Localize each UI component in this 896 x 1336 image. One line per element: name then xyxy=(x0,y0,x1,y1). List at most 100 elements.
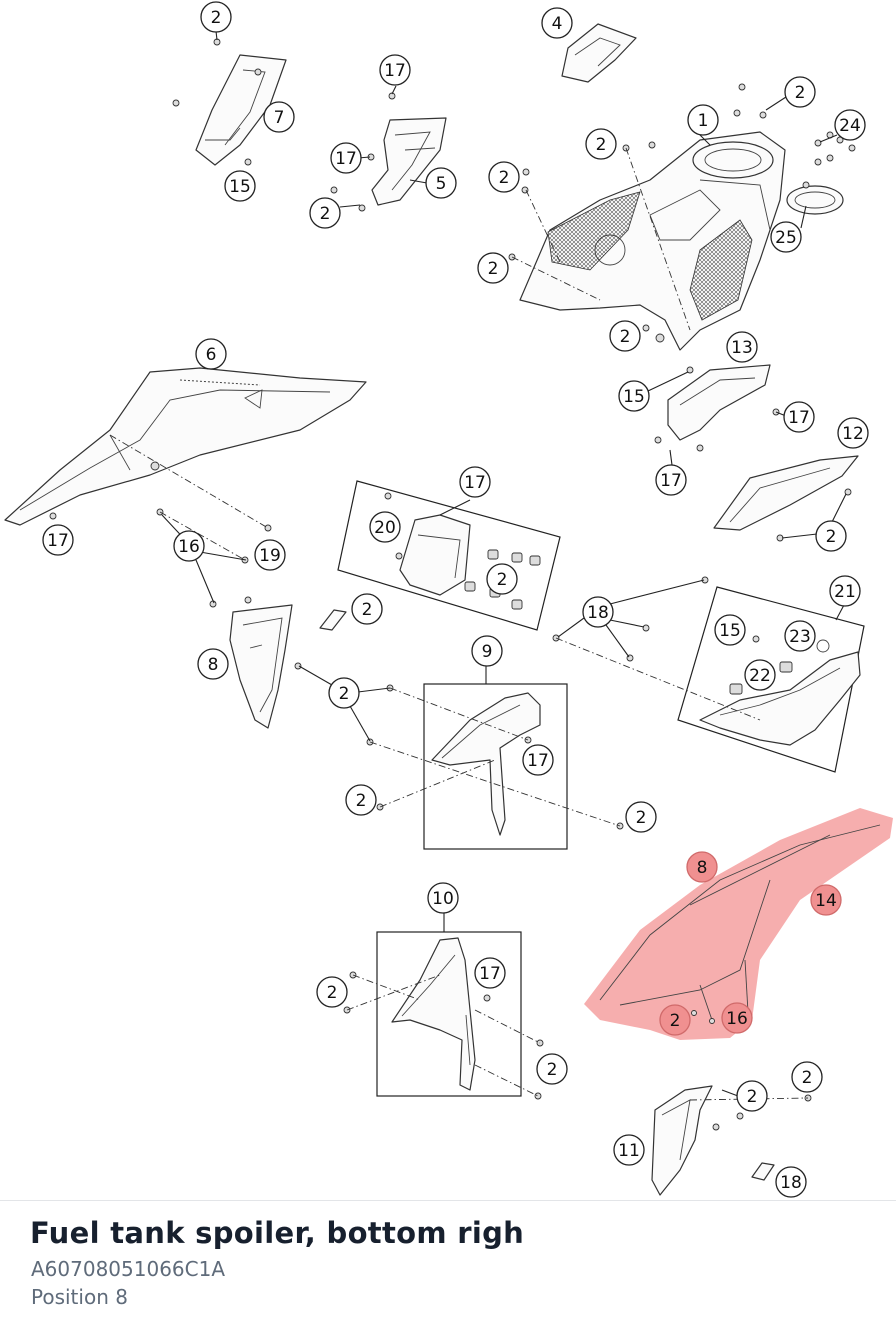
callout-label[interactable]: 8 xyxy=(686,851,718,883)
callout-label[interactable]: 10 xyxy=(427,882,459,914)
part-25-ring[interactable] xyxy=(786,131,856,215)
callout-label[interactable]: 11 xyxy=(613,1134,645,1166)
callout-label[interactable]: 2 xyxy=(659,1004,691,1036)
callout-number: 2 xyxy=(747,1087,758,1107)
callout-label[interactable]: 17 xyxy=(379,54,411,86)
callout-number: 2 xyxy=(795,83,806,103)
callout-label[interactable]: 20 xyxy=(369,511,401,543)
callout-label[interactable]: 18 xyxy=(582,596,614,628)
callout-label[interactable]: 18 xyxy=(775,1166,807,1198)
callout-label[interactable]: 15 xyxy=(224,170,256,202)
callout-label[interactable]: 2 xyxy=(477,252,509,284)
callout-number: 12 xyxy=(842,424,864,444)
callout-number: 7 xyxy=(274,108,285,128)
callout-label[interactable]: 16 xyxy=(721,1002,753,1034)
callout-number: 17 xyxy=(464,473,486,493)
part-number: A60708051066C1A xyxy=(31,1257,226,1281)
callout-label[interactable]: 12 xyxy=(837,417,869,449)
callout-label[interactable]: 5 xyxy=(425,167,457,199)
callout-number: 1 xyxy=(698,111,709,131)
callout-label[interactable]: 19 xyxy=(254,539,286,571)
callout-label[interactable]: 13 xyxy=(726,331,758,363)
callout-number: 17 xyxy=(660,471,682,491)
callout-label[interactable]: 15 xyxy=(618,380,650,412)
callout-label[interactable]: 17 xyxy=(330,142,362,174)
callout-number: 15 xyxy=(229,177,251,197)
callout-number: 25 xyxy=(775,228,797,248)
callout-number: 4 xyxy=(552,14,563,34)
callout-number: 8 xyxy=(208,655,219,675)
callout-label[interactable]: 17 xyxy=(522,744,554,776)
callout-label[interactable]: 2 xyxy=(351,593,383,625)
part-13[interactable] xyxy=(654,364,780,452)
callout-label[interactable]: 14 xyxy=(810,884,842,916)
callout-label[interactable]: 7 xyxy=(263,101,295,133)
callout-label[interactable]: 2 xyxy=(736,1080,768,1112)
callout-number: 9 xyxy=(482,642,493,662)
callout-label[interactable]: 1 xyxy=(687,104,719,136)
callout-label[interactable]: 6 xyxy=(195,338,227,370)
callout-label[interactable]: 2 xyxy=(309,197,341,229)
callout-label[interactable]: 17 xyxy=(783,401,815,433)
callout-number: 22 xyxy=(749,666,771,686)
part-18[interactable] xyxy=(319,609,347,631)
callout-label[interactable]: 2 xyxy=(488,161,520,193)
callout-label[interactable]: 2 xyxy=(536,1053,568,1085)
callout-number: 21 xyxy=(834,582,856,602)
callout-label[interactable]: 17 xyxy=(474,957,506,989)
callout-number: 2 xyxy=(670,1011,681,1031)
callout-label[interactable]: 2 xyxy=(609,320,641,352)
callout-label[interactable]: 2 xyxy=(791,1061,823,1093)
part-1-fuel-tank[interactable] xyxy=(508,83,786,351)
callout-label[interactable]: 2 xyxy=(784,76,816,108)
callout-label[interactable]: 4 xyxy=(541,7,573,39)
callout-number: 2 xyxy=(356,791,367,811)
part-6[interactable] xyxy=(4,367,367,564)
box-21[interactable] xyxy=(552,576,865,773)
box-19[interactable] xyxy=(337,480,561,631)
callout-number: 14 xyxy=(815,891,837,911)
callout-number: 8 xyxy=(697,858,708,878)
part-5[interactable] xyxy=(330,92,447,212)
callout-label[interactable]: 24 xyxy=(834,109,866,141)
callout-number: 16 xyxy=(726,1009,748,1029)
callout-label[interactable]: 17 xyxy=(42,524,74,556)
dash-lines xyxy=(109,147,809,1101)
part-12[interactable] xyxy=(713,455,859,542)
callout-number: 2 xyxy=(211,8,222,28)
callout-number: 24 xyxy=(839,116,861,136)
exploded-parts-diagram: 2417717515221224225226131517171217216191… xyxy=(4,1,893,1198)
callout-label[interactable]: 2 xyxy=(486,563,518,595)
box-9[interactable] xyxy=(294,662,624,850)
callout-label[interactable]: 2 xyxy=(625,801,657,833)
callout-label[interactable]: 17 xyxy=(459,466,491,498)
callout-label[interactable]: 2 xyxy=(200,1,232,33)
callout-label[interactable]: 16 xyxy=(173,530,205,562)
part-7[interactable] xyxy=(172,38,287,166)
callout-number: 19 xyxy=(259,546,281,566)
callout-number: 15 xyxy=(623,387,645,407)
callout-label[interactable]: 2 xyxy=(345,784,377,816)
box-10[interactable] xyxy=(343,931,544,1100)
part-4[interactable] xyxy=(561,23,637,83)
callout-label[interactable]: 2 xyxy=(316,976,348,1008)
callout-label[interactable]: 2 xyxy=(815,520,847,552)
callout-label[interactable]: 17 xyxy=(655,464,687,496)
callout-label[interactable]: 8 xyxy=(197,648,229,680)
callout-label[interactable]: 25 xyxy=(770,221,802,253)
callout-label[interactable]: 2 xyxy=(328,677,360,709)
callout-number: 23 xyxy=(789,627,811,647)
callout-number: 2 xyxy=(339,684,350,704)
part-8[interactable] xyxy=(156,508,293,729)
selection-panel: Fuel tank spoiler, bottom righ A60708051… xyxy=(0,1200,896,1336)
callout-label[interactable]: 2 xyxy=(585,128,617,160)
callout-label[interactable]: 21 xyxy=(829,575,861,607)
callout-label[interactable]: 22 xyxy=(744,659,776,691)
callout-label[interactable]: 23 xyxy=(784,620,816,652)
callout-label[interactable]: 9 xyxy=(471,635,503,667)
callout-number: 15 xyxy=(719,621,741,641)
callout-number: 10 xyxy=(432,889,454,909)
callout-number: 2 xyxy=(636,808,647,828)
callout-label[interactable]: 15 xyxy=(714,614,746,646)
